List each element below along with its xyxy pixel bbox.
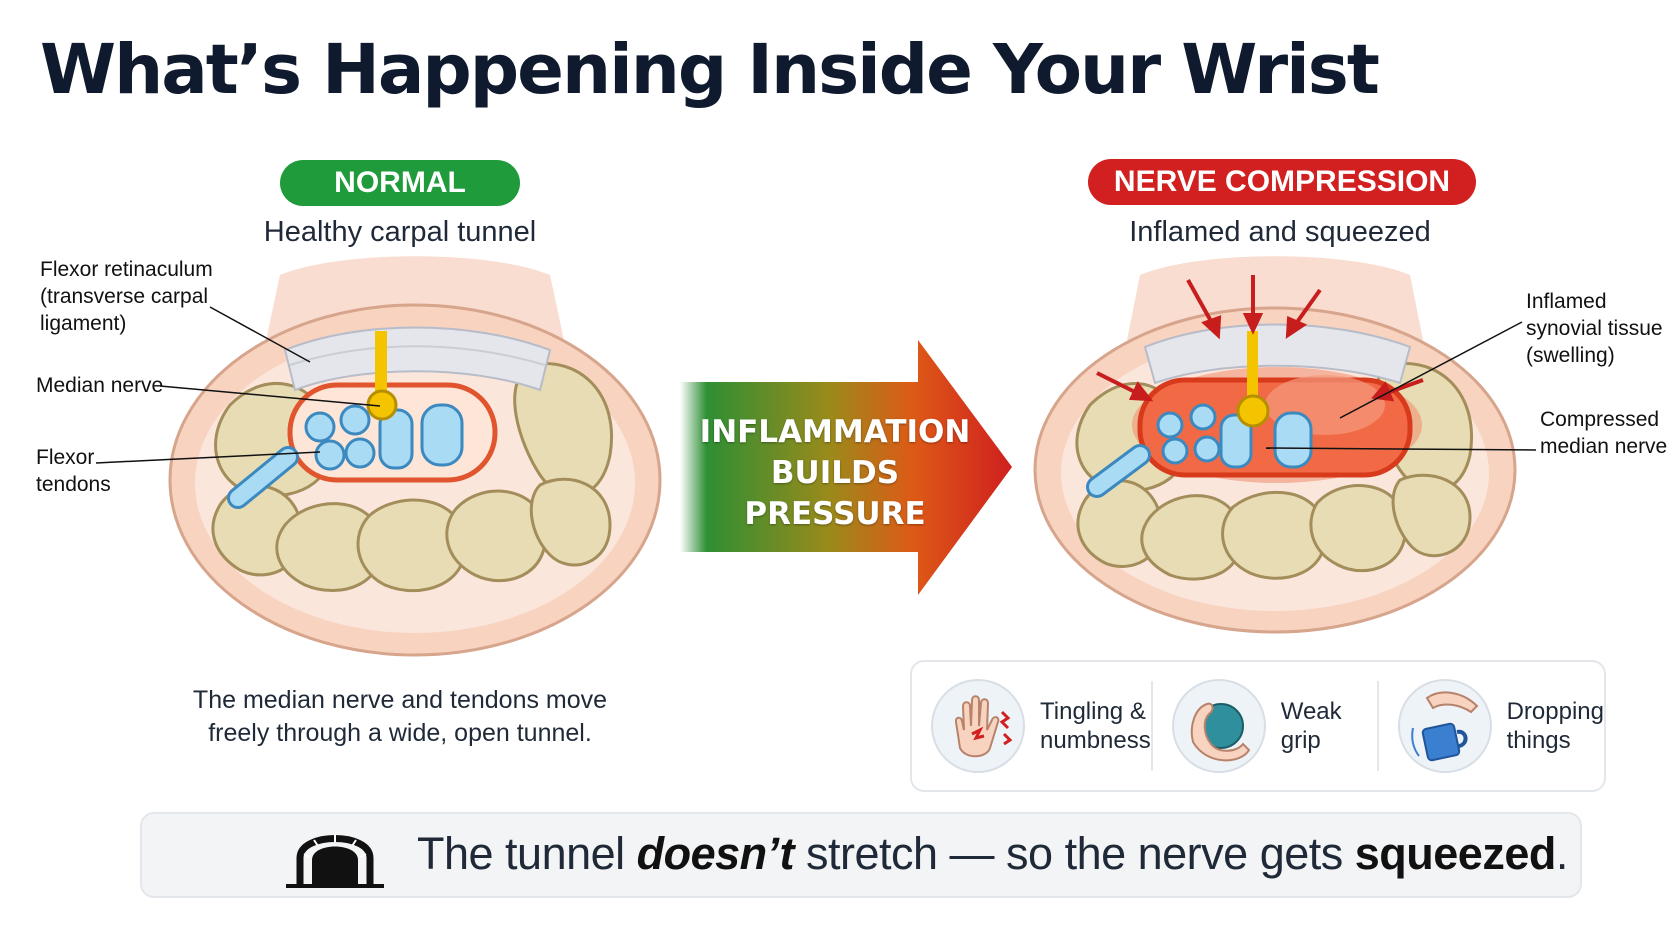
arrow-line-2: BUILDS [770,455,900,491]
banner-text: The tunnel doesn’t stretch — so the nerv… [417,828,1568,880]
label-compressed-median-nerve: Compressed median nerve [1540,408,1668,458]
tingling-hand-icon [931,679,1025,773]
arrow-line-3: PRESSURE [744,496,926,532]
page-title: What’s Happening Inside Your Wrist [40,30,1380,110]
symptom-tingling: Tingling & numbness [912,662,1151,790]
symptom-dropping-things: Dropping things [1376,679,1604,773]
arrow-text: INFLAMMATION BUILDS PRESSURE [680,412,990,535]
banner-text-part3: stretch — so the nerve gets [793,828,1355,879]
arrow-shape [680,340,1012,595]
normal-subtitle: Healthy carpal tunnel [263,216,537,248]
compression-badge: NERVE COMPRESSION [1088,159,1476,205]
inflammation-arrow: INFLAMMATION BUILDS PRESSURE [680,340,1012,595]
dropping-mug-icon [1397,679,1492,773]
normal-wrist-cross-section [168,256,662,657]
banner-text-emphasis: doesn’t [636,828,795,879]
label-median-nerve: Median nerve [36,374,164,397]
bottom-banner: The tunnel doesn’t stretch — so the nerv… [140,812,1582,898]
symptom-tingling-label: Tingling & numbness [1040,698,1151,754]
label-flexor-retinaculum: Flexor retinaculum (transverse carpal li… [40,258,213,335]
banner-text-strong: squeezed [1354,828,1557,879]
symptom-weak-grip: Weak grip [1150,679,1377,773]
label-inflamed-synovial-tissue: Inflamed synovial tissue (swelling) [1526,290,1663,367]
banner-text-part1: The tunnel [417,828,637,879]
normal-badge: NORMAL [280,160,520,206]
banner-text-period: . [1555,828,1569,879]
symptoms-panel: Tingling & numbness Weak grip Dropping t… [910,660,1606,792]
symptom-weak-grip-label: Weak grip [1280,698,1342,754]
compression-subtitle: Inflamed and squeezed [1129,216,1431,248]
tunnel-icon [286,834,384,888]
label-flexor-tendons: Flexor tendons [36,446,111,496]
symptom-dropping-things-label: Dropping things [1506,698,1604,754]
grip-ball-icon [1171,679,1266,773]
normal-caption: The median nerve and tendons move freely… [192,686,608,747]
arrow-line-1: INFLAMMATION [699,414,971,450]
